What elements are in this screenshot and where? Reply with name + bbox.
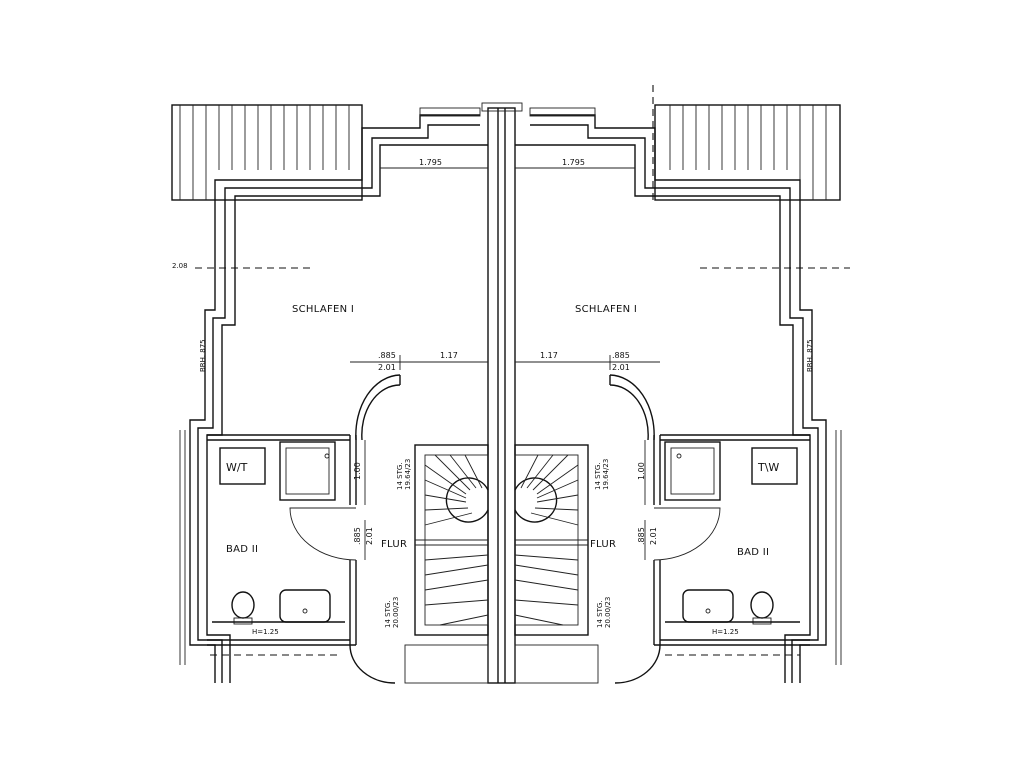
door-swings xyxy=(289,374,721,684)
roof-hatch-right xyxy=(654,104,841,201)
dim-right-bath-door: .885 xyxy=(637,527,646,545)
washer-dryer-left xyxy=(219,447,266,485)
dim-right-bath-door-h: 2.01 xyxy=(649,527,658,545)
room-label-left-hall: FLUR xyxy=(381,539,407,550)
dim-mid-left-door-h: 2.01 xyxy=(378,363,396,372)
dormer-walls xyxy=(214,102,801,684)
labels: SCHLAFEN I SCHLAFEN I BAD II BAD II FLUR… xyxy=(172,158,814,636)
dim-mid-left-span: 1.17 xyxy=(440,351,458,360)
washer-dryer-right-label: T\W xyxy=(757,461,779,474)
parapet-left: BRH. 875 xyxy=(199,339,207,372)
room-label-right-bath: BAD II xyxy=(737,547,769,558)
stair-left-lower-1: 14 STG. xyxy=(384,600,392,628)
fixtures-left xyxy=(212,441,345,625)
dim-right-bath-top: 1.00 xyxy=(637,462,646,480)
stair-right-lower-2: 20.00/23 xyxy=(604,597,612,628)
stair-right xyxy=(514,444,599,684)
dim-left-bath-door: .885 xyxy=(353,527,362,545)
toilet-left xyxy=(231,591,255,619)
stair-right-lower-1: 14 STG. xyxy=(596,600,604,628)
dim-left-bath-top: 1.00 xyxy=(353,462,362,480)
dimension-lines xyxy=(195,85,850,656)
shelf-left: H=1.25 xyxy=(252,628,279,636)
dim-left-bath-door-h: 2.01 xyxy=(365,527,374,545)
sink-left xyxy=(279,589,331,623)
stair-right-upper-2: 19.64/23 xyxy=(602,459,610,490)
interior-walls xyxy=(207,434,810,646)
shower-right xyxy=(664,441,721,501)
dim-top-right: 1.795 xyxy=(562,158,585,167)
stair-left-lower-2: 20.00/23 xyxy=(392,597,400,628)
dim-top-left: 1.795 xyxy=(419,158,442,167)
stair-left xyxy=(404,444,489,684)
dim-mid-left-door: .885 xyxy=(378,351,396,360)
room-label-left-bath: BAD II xyxy=(226,544,258,555)
room-label-left-bedroom: SCHLAFEN I xyxy=(292,304,354,315)
washer-dryer-right xyxy=(751,447,798,485)
washer-dryer-left-label: W/T xyxy=(226,461,248,474)
left-mark: 2.08 xyxy=(172,262,188,270)
stair-left-upper-1: 14 STG. xyxy=(396,462,404,490)
fixtures-right xyxy=(664,441,800,625)
dim-mid-right-door: .885 xyxy=(612,351,630,360)
room-label-right-hall: FLUR xyxy=(590,539,616,550)
stair-right-upper-1: 14 STG. xyxy=(594,462,602,490)
sink-right xyxy=(682,589,734,623)
stair-left-upper-2: 19.64/23 xyxy=(404,459,412,490)
room-label-right-bedroom: SCHLAFEN I xyxy=(575,304,637,315)
dim-mid-right-span: 1.17 xyxy=(540,351,558,360)
dim-mid-right-door-h: 2.01 xyxy=(612,363,630,372)
shelf-right: H=1.25 xyxy=(712,628,739,636)
toilet-right xyxy=(750,591,774,619)
outer-walls xyxy=(179,200,842,683)
shower-left xyxy=(279,441,336,501)
roof-hatch-left xyxy=(171,104,363,201)
parapet-right: BRH. 875 xyxy=(806,339,814,372)
